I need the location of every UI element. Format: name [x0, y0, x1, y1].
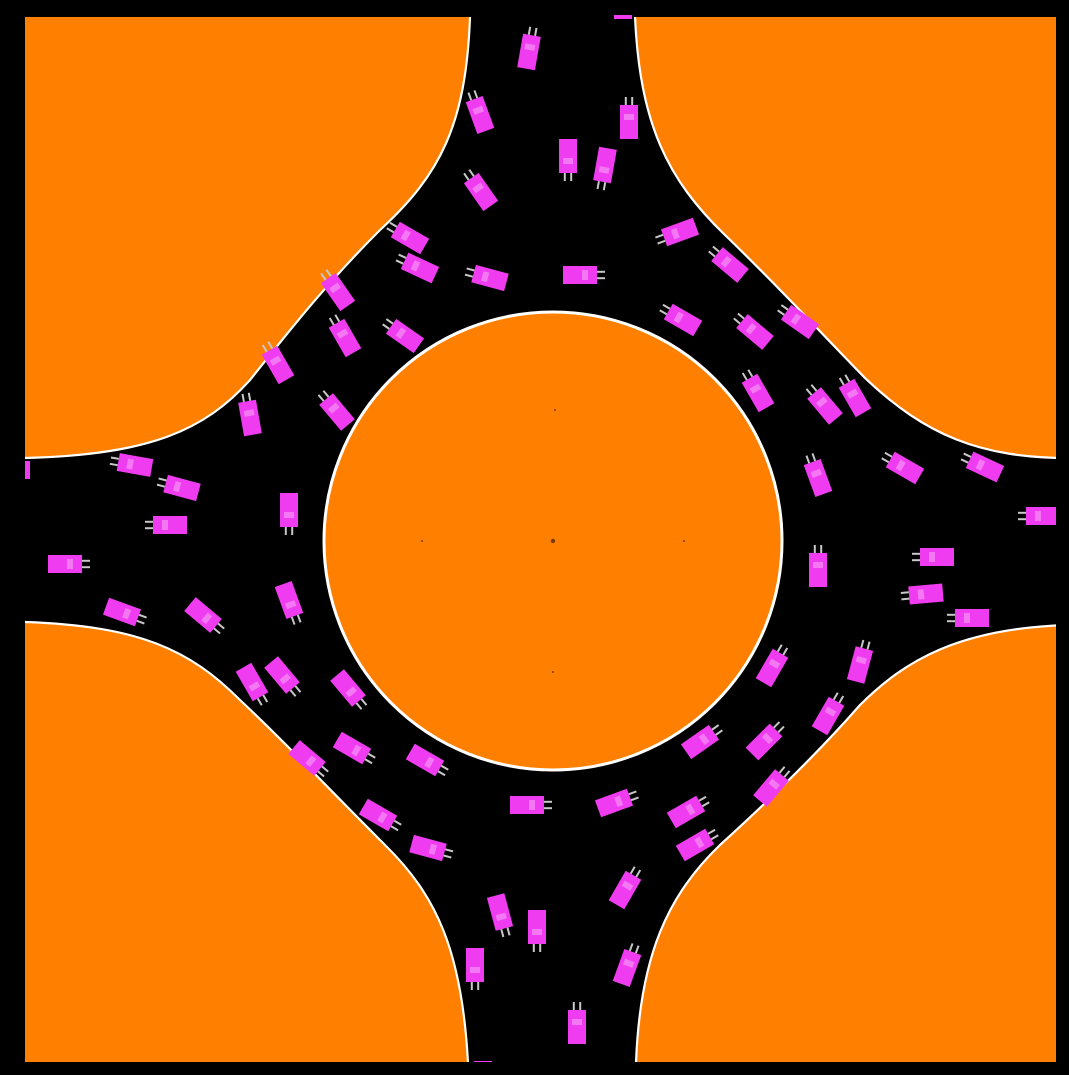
vehicle-body: [620, 105, 638, 139]
vehicle-headlight: [597, 277, 605, 279]
vehicle-windshield: [964, 613, 970, 623]
vehicle-headlight: [564, 173, 566, 181]
vehicle-windshield: [572, 1019, 582, 1025]
vehicle-windshield: [532, 929, 542, 935]
vehicle-headlight: [814, 545, 816, 553]
vehicle-body: [528, 910, 546, 944]
vehicle-windshield: [529, 800, 535, 810]
vehicle-windshield: [582, 270, 588, 280]
vehicle-body: [559, 139, 577, 173]
vehicle-windshield: [929, 552, 935, 562]
vehicle-body: [563, 266, 597, 284]
vehicle-headlight: [631, 97, 633, 105]
vehicle-body: [809, 553, 827, 587]
vehicle-body: [510, 796, 544, 814]
vehicle-headlight: [291, 527, 293, 535]
vehicle-body: [568, 1010, 586, 1044]
vehicle-headlight: [544, 801, 552, 803]
vehicle-headlight: [471, 982, 473, 990]
vehicle-body: [153, 516, 187, 534]
vehicle-headlight: [145, 527, 153, 529]
vehicle-headlight: [579, 1002, 581, 1010]
vehicle-windshield: [563, 158, 573, 164]
vehicle-body: [1026, 507, 1060, 525]
vehicle-headlight: [1018, 518, 1026, 520]
vehicle-headlight: [912, 559, 920, 561]
vehicle-body: [955, 609, 989, 627]
spawn-marker-left: [25, 461, 30, 479]
vehicle-headlight: [597, 271, 605, 273]
spawn-marker-top: [614, 15, 632, 19]
vehicle-body: [466, 948, 484, 982]
vehicle-body: [908, 584, 943, 605]
vehicle-windshield: [67, 559, 73, 569]
vehicle-windshield: [284, 512, 294, 518]
vehicle-headlight: [912, 553, 920, 555]
vehicle-body: [920, 548, 954, 566]
vehicle-headlight: [82, 560, 90, 562]
vehicle-headlight: [477, 982, 479, 990]
vehicle-windshield: [162, 520, 168, 530]
vehicle-headlight: [533, 944, 535, 952]
vehicle-windshield: [813, 562, 823, 568]
vehicle-windshield: [1035, 511, 1041, 521]
vehicle-windshield: [470, 967, 480, 973]
vehicle-headlight: [539, 944, 541, 952]
vehicle-headlight: [544, 807, 552, 809]
vehicle-headlight: [82, 566, 90, 568]
vehicle-body: [280, 493, 298, 527]
vehicle-windshield: [918, 589, 925, 599]
vehicle-windshield: [624, 114, 634, 120]
vehicle-headlight: [947, 620, 955, 622]
vehicle-headlight: [625, 97, 627, 105]
vehicle-headlight: [570, 173, 572, 181]
vehicle-headlight: [573, 1002, 575, 1010]
vehicle-headlight: [1018, 512, 1026, 514]
vehicle-headlight: [145, 521, 153, 523]
vehicle-headlight: [820, 545, 822, 553]
vehicle-body: [48, 555, 82, 573]
vehicle-headlight: [285, 527, 287, 535]
vehicle-headlight: [947, 614, 955, 616]
